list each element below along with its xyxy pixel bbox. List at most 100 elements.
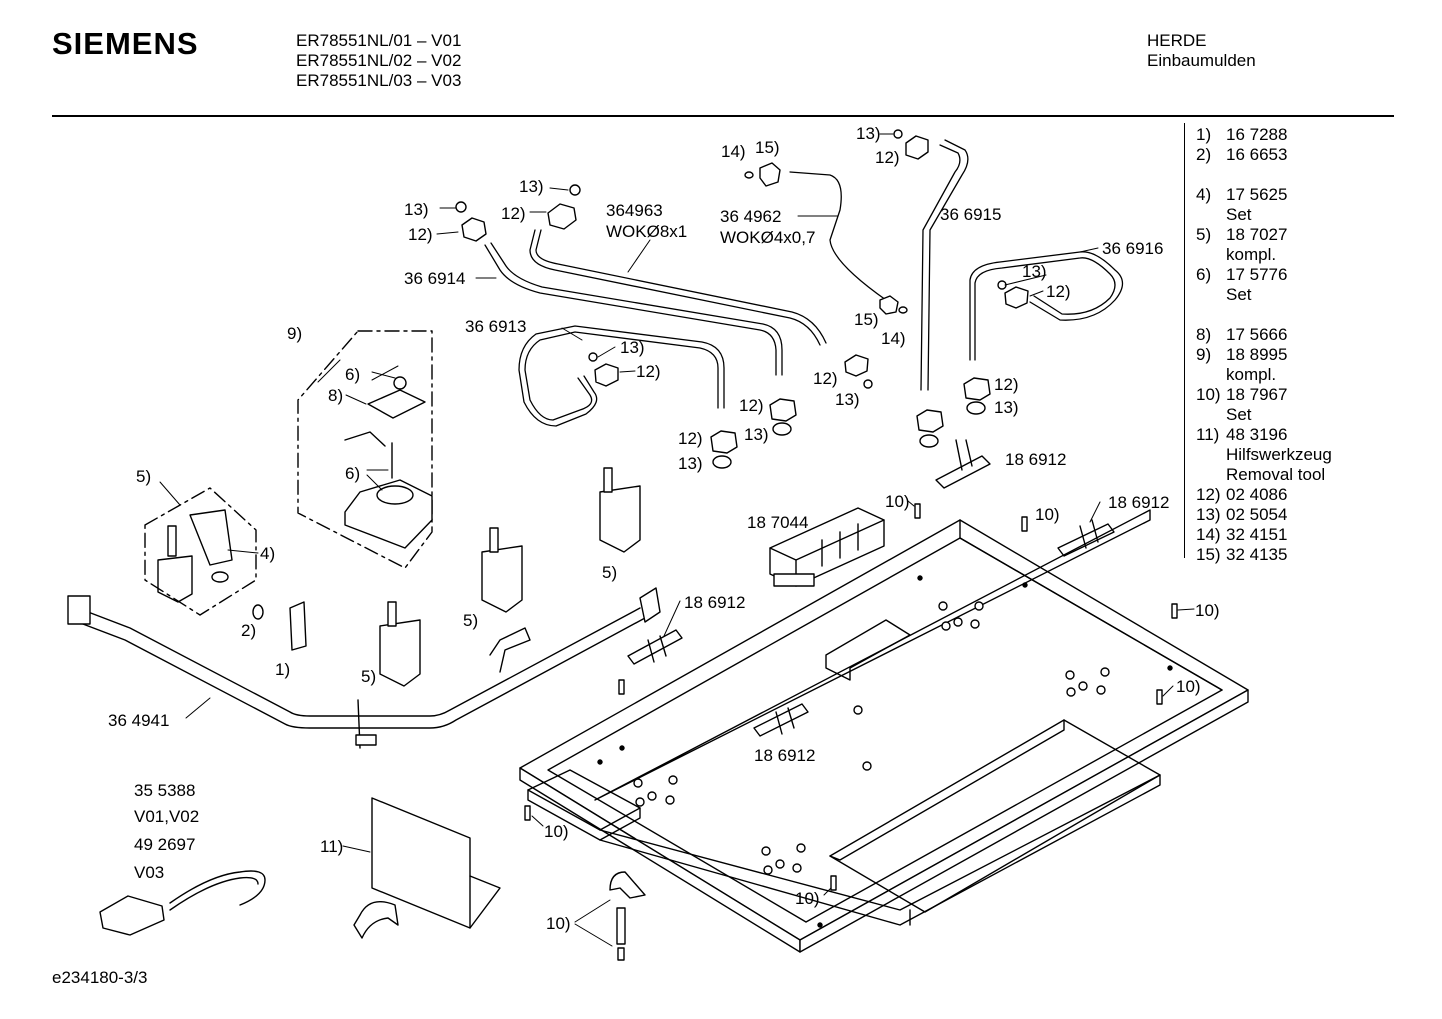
callout: 12) xyxy=(678,429,703,448)
part-entry-2: 2)16 6653 xyxy=(1196,145,1288,164)
part-entry-12: 12)02 4086 xyxy=(1196,485,1288,504)
callout: 10) xyxy=(546,914,571,933)
callout: 12) xyxy=(875,148,900,167)
callout: 36 6915 xyxy=(940,205,1001,224)
gas-pipe xyxy=(484,139,1124,427)
model-line-2: ER78551NL/02 – V02 xyxy=(296,51,462,70)
clip xyxy=(609,871,646,961)
callout: V01,V02 xyxy=(134,807,199,826)
callout: 12) xyxy=(501,204,526,223)
callout: 13) xyxy=(994,398,1019,417)
cover-plate xyxy=(353,797,501,939)
callout: 36 6914 xyxy=(404,269,465,288)
callout: 8) xyxy=(328,386,343,405)
model-line-3: ER78551NL/03 – V03 xyxy=(296,71,462,90)
callout: 6) xyxy=(345,464,360,483)
callout: WOKØ4x0,7 xyxy=(720,228,815,247)
part-entry-15: 15)32 4135 xyxy=(1196,545,1288,564)
callout: 4) xyxy=(260,544,275,563)
callout: 18 6912 xyxy=(1005,450,1066,469)
header-rule xyxy=(52,115,1394,117)
control-module xyxy=(769,507,885,587)
callout: 14) xyxy=(881,329,906,348)
drawing-number: e234180-3/3 xyxy=(52,968,148,987)
part-entry-14: 14)32 4151 xyxy=(1196,525,1288,544)
callout: 5) xyxy=(136,467,151,486)
category: HERDE Einbaumulden xyxy=(1147,31,1256,71)
category-line-2: Einbaumulden xyxy=(1147,51,1256,70)
part-entry-1: 1)16 7288 xyxy=(1196,125,1288,144)
callout: V03 xyxy=(134,863,164,882)
callout: 10) xyxy=(1176,677,1201,696)
callout: 5) xyxy=(361,667,376,686)
parts-list: 1)16 7288 2)16 6653 4)17 5625 Set 5)18 7… xyxy=(1196,125,1332,564)
callout: 18 6912 xyxy=(684,593,745,612)
callout: 15) xyxy=(854,310,879,329)
callout: 18 6912 xyxy=(1108,493,1169,512)
callout: 18 6912 xyxy=(754,746,815,765)
part-entry-11: 11)48 3196 xyxy=(1196,425,1288,444)
callout: 13) xyxy=(404,200,429,219)
callout: 10) xyxy=(544,822,569,841)
hob-tray xyxy=(519,509,1249,953)
callout: WOKØ8x1 xyxy=(606,222,687,241)
callout: 36 6916 xyxy=(1102,239,1163,258)
part-entry-6: 6)17 5776 xyxy=(1196,265,1288,284)
callout: 9) xyxy=(287,324,302,343)
callout: 36 4941 xyxy=(108,711,169,730)
callout: 12) xyxy=(1046,282,1071,301)
part-entry-5: 5)18 7027 xyxy=(1196,225,1288,244)
model-line-1: ER78551NL/01 – V01 xyxy=(296,31,462,50)
callout: 364963 xyxy=(606,201,663,220)
parts-list-divider xyxy=(1184,123,1185,558)
callout: 10) xyxy=(1195,601,1220,620)
callout: 5) xyxy=(602,563,617,582)
leader-lines xyxy=(159,133,1195,947)
callout: 13) xyxy=(620,338,645,357)
callout: 13) xyxy=(519,177,544,196)
callout: 35 5388 xyxy=(134,781,195,800)
callout: 49 2697 xyxy=(134,835,195,854)
callout: 13) xyxy=(856,124,881,143)
part-entry-8: 8)17 5666 xyxy=(1196,325,1288,344)
callout: 13) xyxy=(744,425,769,444)
callout: 10) xyxy=(795,889,820,908)
category-line-1: HERDE xyxy=(1147,31,1207,50)
callout: 18 7044 xyxy=(747,513,808,532)
part-entry-4: 4)17 5625 xyxy=(1196,185,1288,204)
part-entry-13: 13)02 5054 xyxy=(1196,505,1288,524)
callout: 11) xyxy=(320,837,343,856)
callout: 15) xyxy=(755,138,780,157)
model-list: ER78551NL/01 – V01 ER78551NL/02 – V02 ER… xyxy=(296,31,461,91)
callout: 12) xyxy=(408,225,433,244)
callout: 36 6913 xyxy=(465,317,526,336)
manifold-pipe xyxy=(67,587,661,749)
callout: 12) xyxy=(636,362,661,381)
burner-tap xyxy=(157,467,641,687)
screw xyxy=(524,503,1178,891)
part-entry-10: 10)18 7967 xyxy=(1196,385,1288,404)
callout: 14) xyxy=(721,142,746,161)
callout: 13) xyxy=(835,390,860,409)
callout: 5) xyxy=(463,611,478,630)
brand-logo: SIEMENS xyxy=(52,26,199,61)
callout: 10) xyxy=(885,492,910,511)
part-entry-9: 9)18 8995 xyxy=(1196,345,1288,364)
callout: 1) xyxy=(275,660,290,679)
power-cable xyxy=(99,870,266,936)
callout: 6) xyxy=(345,365,360,384)
callout: 12) xyxy=(994,375,1019,394)
callout: 12) xyxy=(813,369,838,388)
callout: 10) xyxy=(1035,505,1060,524)
nut-fitting xyxy=(455,129,1029,469)
callout: 13) xyxy=(1022,262,1047,281)
callout: 13) xyxy=(678,454,703,473)
valve-assembly xyxy=(297,330,433,569)
callout-labels: 13) 12) 14) 15) 13) 12) 13) 12) 364963 W… xyxy=(108,124,1220,933)
tap-set-group xyxy=(144,487,257,616)
callout: 36 4962 xyxy=(720,207,781,226)
callout: 12) xyxy=(739,396,764,415)
callout: 2) xyxy=(241,621,256,640)
bracket-clip xyxy=(627,439,1115,737)
